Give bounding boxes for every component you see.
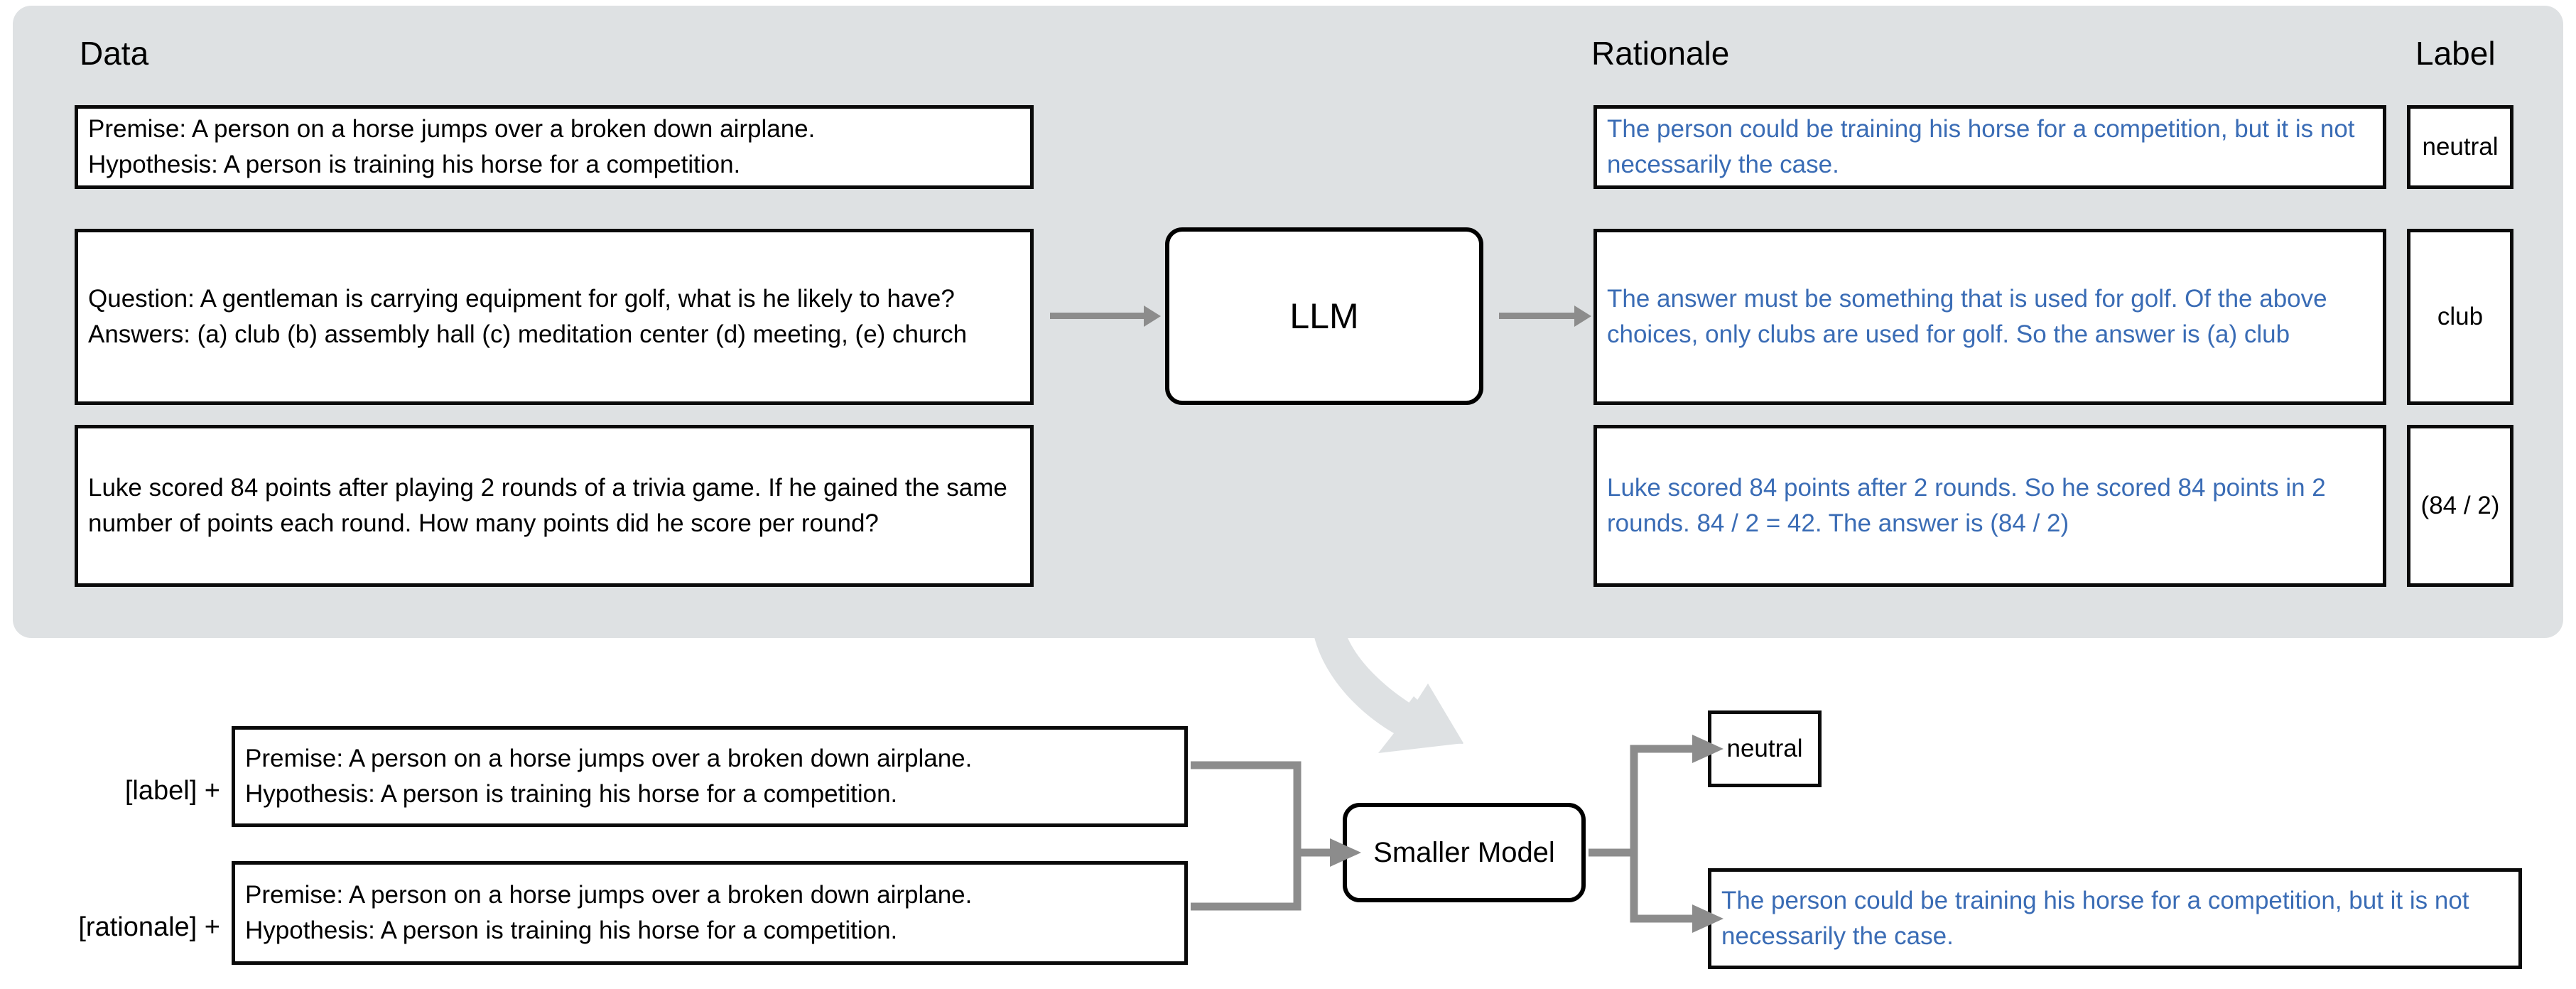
rationale-box-1: The person could be training his horse f… xyxy=(1593,105,2386,189)
label-box-3: (84 / 2) xyxy=(2407,425,2513,587)
label-box-2: club xyxy=(2407,229,2513,405)
label-box-1: neutral xyxy=(2407,105,2513,189)
bottom-output-box-label: neutral xyxy=(1708,710,1822,787)
data-box-3-text: Luke scored 84 points after playing 2 ro… xyxy=(88,474,1007,537)
data-box-2: Question: A gentleman is carrying equipm… xyxy=(75,229,1034,405)
data-box-1-text: Premise: A person on a horse jumps over … xyxy=(88,115,816,178)
input-prefix-label: [label] + xyxy=(124,776,220,806)
bottom-input-box-rationale: Premise: A person on a horse jumps over … xyxy=(232,861,1188,965)
data-box-1: Premise: A person on a horse jumps over … xyxy=(75,105,1034,189)
data-box-3: Luke scored 84 points after playing 2 ro… xyxy=(75,425,1034,587)
arrow-data-to-llm xyxy=(1050,313,1145,319)
connector-label-input xyxy=(1191,761,1301,853)
curved-down-arrow-body xyxy=(1311,620,1463,753)
rationale-box-3: Luke scored 84 points after 2 rounds. So… xyxy=(1593,425,2386,587)
column-header-data: Data xyxy=(80,35,149,72)
rationale-box-3-text: Luke scored 84 points after 2 rounds. So… xyxy=(1607,474,2326,537)
connector-out-rationale xyxy=(1630,853,1692,923)
smaller-model-box: Smaller Model xyxy=(1343,803,1586,902)
llm-model-label: LLM xyxy=(1289,296,1359,336)
column-header-rationale: Rationale xyxy=(1591,35,1730,72)
data-box-2-text: Question: A gentleman is carrying equipm… xyxy=(88,285,968,348)
connector-out-label xyxy=(1630,745,1692,853)
bottom-input-box-label: Premise: A person on a horse jumps over … xyxy=(232,726,1188,827)
rationale-box-2-text: The answer must be something that is use… xyxy=(1607,285,2327,348)
connector-rationale-input xyxy=(1191,853,1301,911)
arrow-llm-to-rationale xyxy=(1499,313,1576,319)
bottom-input-box-rationale-text: Premise: A person on a horse jumps over … xyxy=(245,881,973,944)
rationale-box-2: The answer must be something that is use… xyxy=(1593,229,2386,405)
rationale-box-1-text: The person could be training his horse f… xyxy=(1607,115,2355,178)
bottom-input-box-label-text: Premise: A person on a horse jumps over … xyxy=(245,745,973,808)
smaller-model-label: Smaller Model xyxy=(1373,837,1555,868)
bottom-output-box-rationale: The person could be training his horse f… xyxy=(1708,868,2522,969)
bottom-output-box-rationale-text: The person could be training his horse f… xyxy=(1721,887,2469,950)
label-box-1-text: neutral xyxy=(2422,133,2499,161)
column-header-label: Label xyxy=(2415,35,2496,72)
bottom-output-box-label-text: neutral xyxy=(1726,735,1803,763)
label-box-3-text: (84 / 2) xyxy=(2420,492,2500,520)
curved-down-arrow xyxy=(1314,625,1463,744)
llm-model-box: LLM xyxy=(1165,227,1483,405)
label-box-2-text: club xyxy=(2437,303,2484,331)
input-prefix-rationale: [rationale] + xyxy=(78,912,220,942)
